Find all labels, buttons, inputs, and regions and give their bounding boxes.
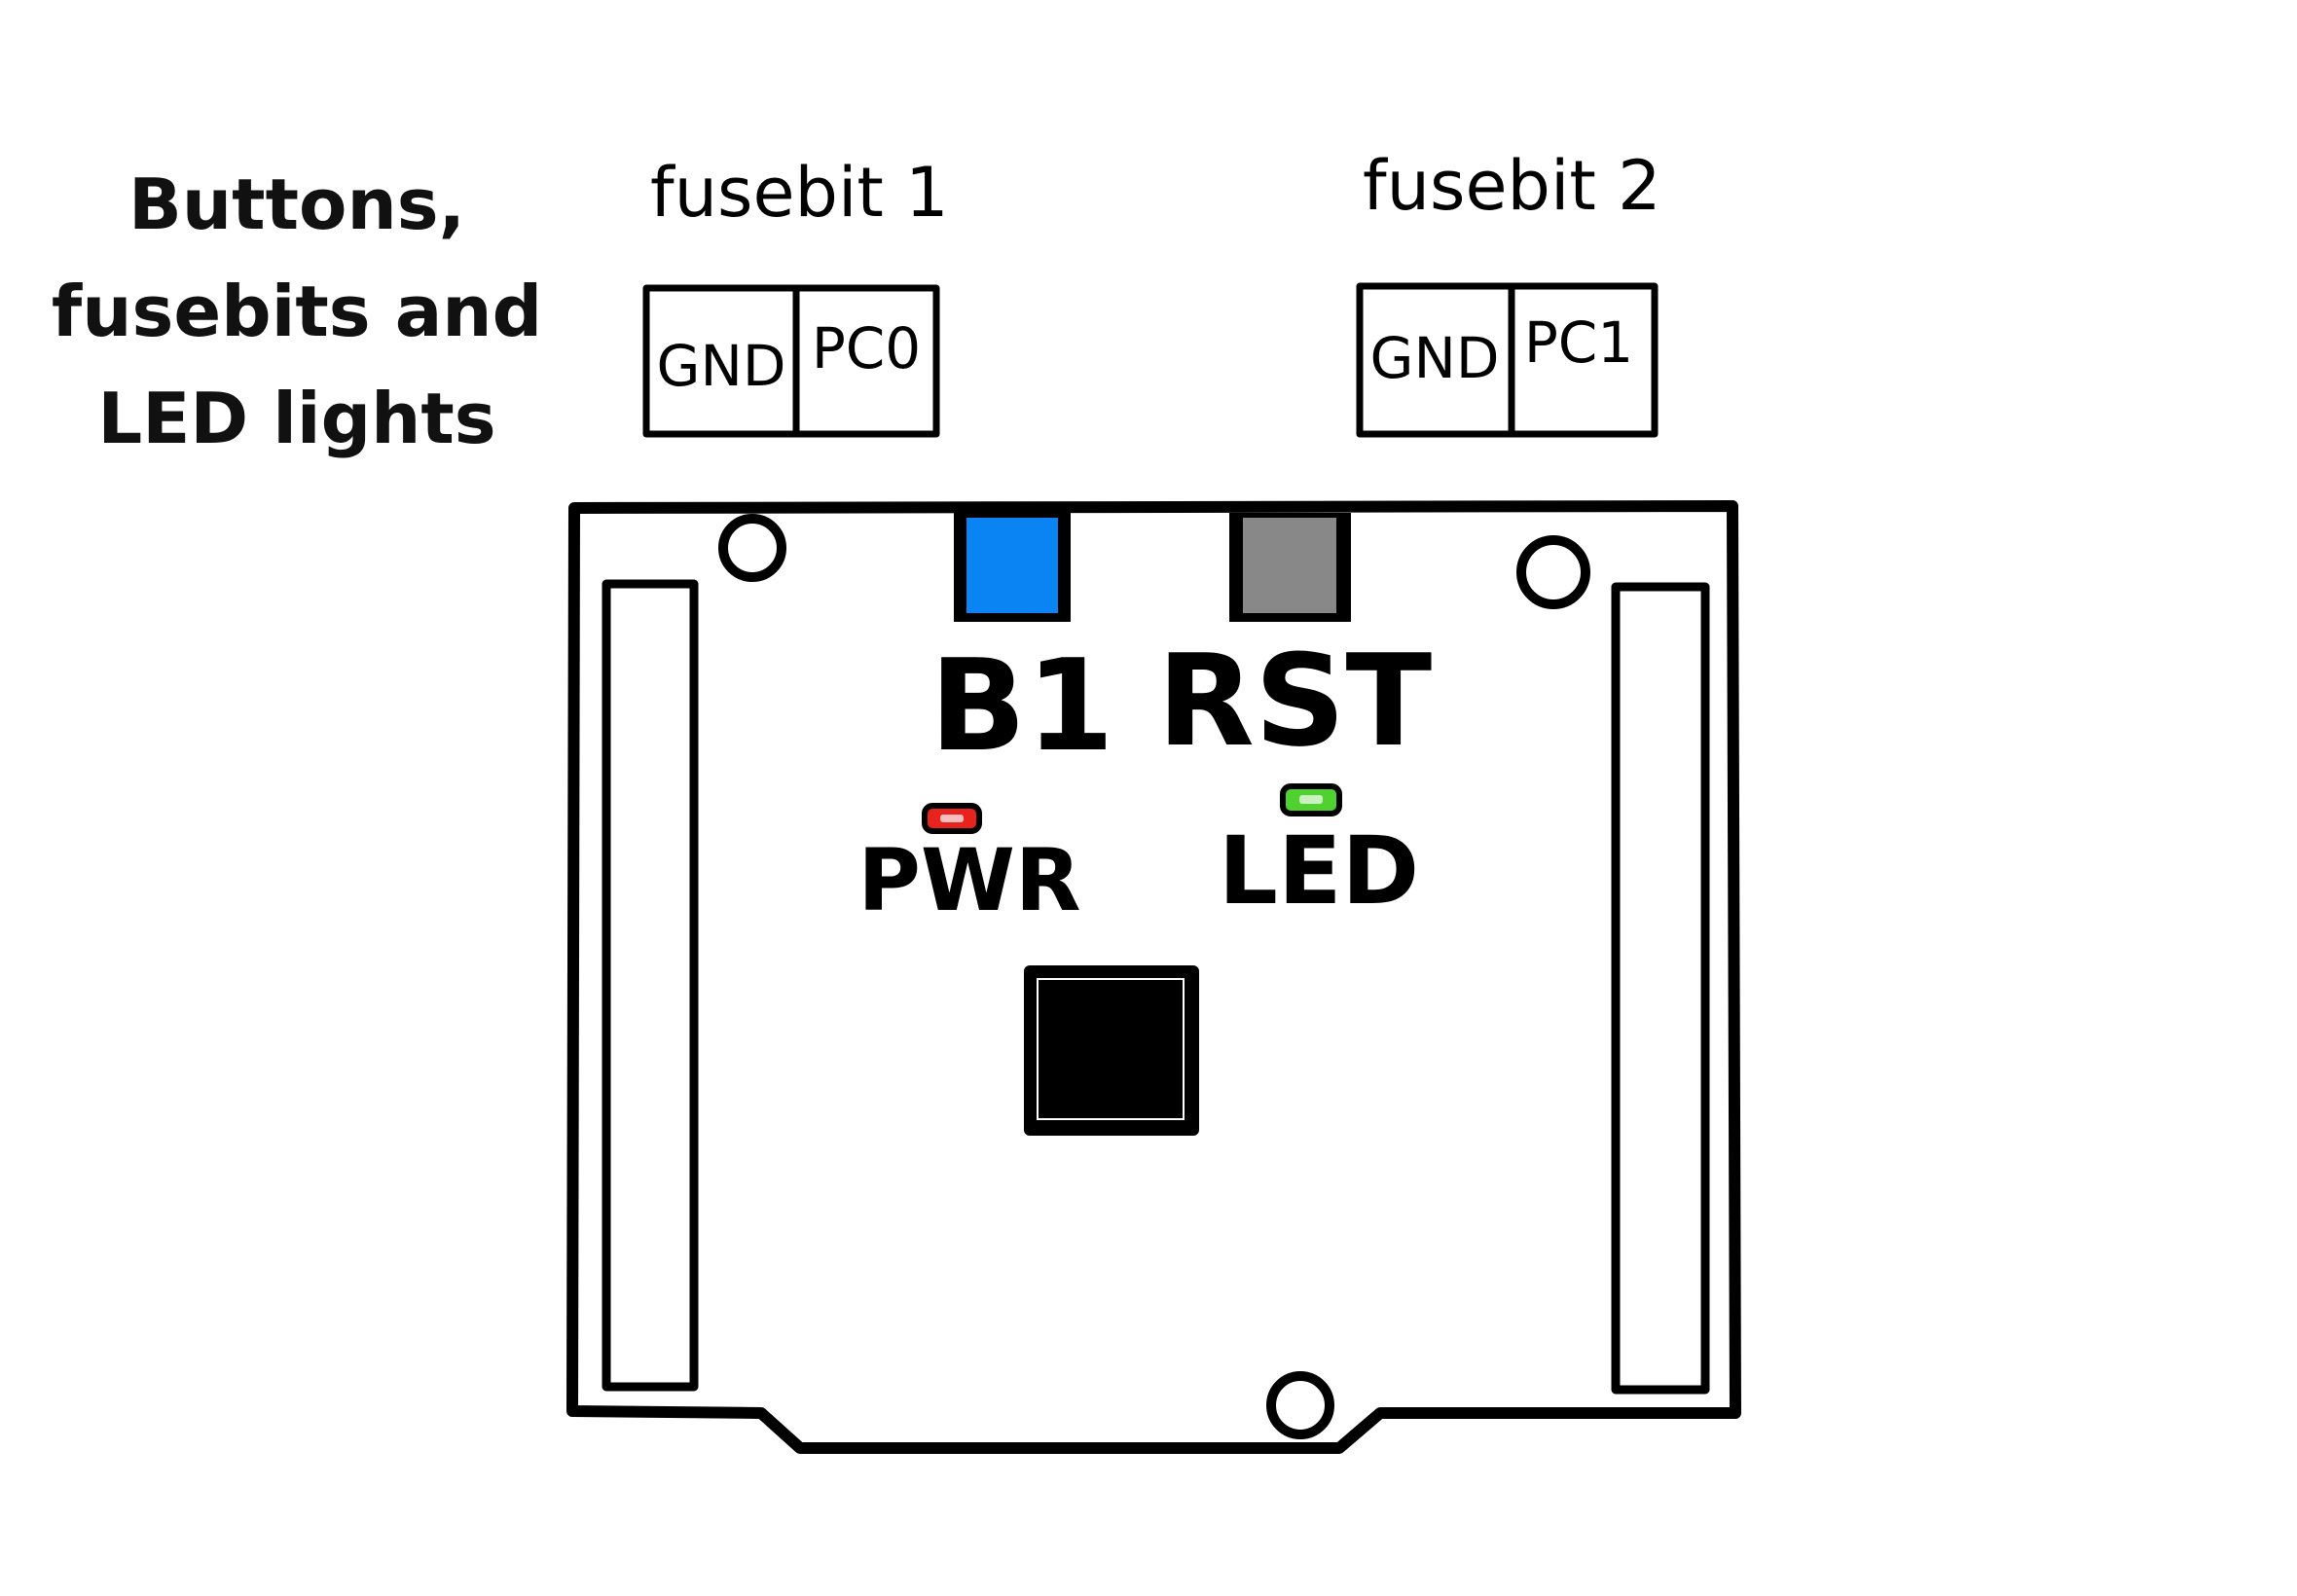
title-line-2: fusebits and <box>52 271 542 352</box>
fusebit-2-header <box>1356 282 1659 438</box>
left-pin-header <box>602 579 699 1392</box>
fusebit-1-pin-pc0: PC0 <box>812 315 921 381</box>
led-led <box>1280 783 1342 816</box>
fusebit-1-pin-gnd: GND <box>657 333 786 399</box>
button-rst-label: RST <box>1157 627 1432 775</box>
button-b1[interactable] <box>954 513 1071 622</box>
fusebit-2-pin-pc1: PC1 <box>1524 309 1633 376</box>
led-led-label: LED <box>1219 816 1419 925</box>
fusebit-1-header <box>642 284 940 438</box>
led-pwr <box>922 803 982 834</box>
mounting-hole-top-left <box>718 514 786 582</box>
board: B1 RST PWR LED <box>566 500 1741 1454</box>
led-pwr-highlight <box>940 815 964 822</box>
chip-inner-outline <box>1037 978 1185 1120</box>
led-led-highlight <box>1299 795 1323 804</box>
button-rst[interactable] <box>1229 513 1351 622</box>
fusebit-2: fusebit 2 GND PC1 <box>1356 146 1661 438</box>
board-outline <box>566 500 1741 1454</box>
diagram-title: Buttons, fusebits and LED lights <box>52 163 542 459</box>
title-line-3: LED lights <box>97 378 495 459</box>
right-pin-header <box>1611 582 1710 1395</box>
fusebit-1: fusebit 1 GND PC0 <box>642 153 949 438</box>
title-line-1: Buttons, <box>128 163 465 245</box>
button-b1-label: B1 <box>930 632 1114 780</box>
fusebit-2-pin-gnd: GND <box>1370 325 1500 391</box>
fusebit-2-label: fusebit 2 <box>1363 146 1661 226</box>
mounting-hole-bottom <box>1266 1371 1334 1439</box>
button-rst-cap[interactable] <box>1243 518 1336 613</box>
led-pwr-label: PWR <box>857 830 1080 930</box>
mounting-hole-top-right <box>1516 535 1590 609</box>
fusebit-1-label: fusebit 1 <box>650 153 949 233</box>
chip-body <box>1024 965 1199 1136</box>
microcontroller-chip <box>1024 965 1199 1136</box>
button-b1-cap[interactable] <box>966 518 1058 613</box>
